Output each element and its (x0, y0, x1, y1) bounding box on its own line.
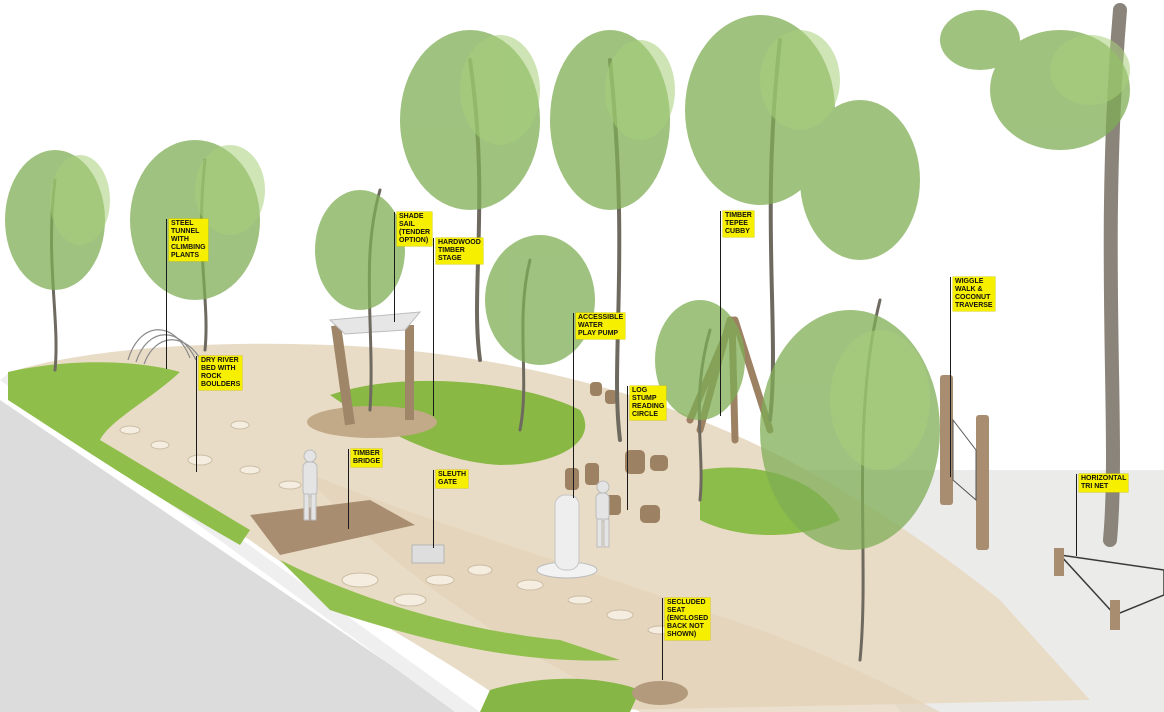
timber-stage (307, 406, 437, 438)
log-stumps (565, 382, 668, 523)
wiggle-walk-posts (940, 375, 989, 550)
label-steel-tunnel: STEEL TUNNEL WITH CLIMBING PLANTS (169, 219, 208, 261)
label-secluded-seat: SECLUDED SEAT (ENCLOSED BACK NOT SHOWN) (665, 598, 711, 640)
callout-leader (348, 449, 349, 529)
shade-sail-shape (328, 311, 422, 335)
callout-leader (573, 313, 574, 498)
timber-bridge-shape (250, 500, 415, 555)
sand-shading (300, 470, 940, 712)
callout-leader (627, 386, 628, 510)
callout-leader (950, 277, 951, 477)
lawn-center (330, 380, 586, 465)
callout-leader (196, 356, 197, 472)
sand-path (10, 343, 1090, 712)
callout-leader (720, 211, 721, 416)
stage-post-left (331, 324, 355, 426)
lawn-left (8, 362, 250, 545)
label-shade-sail: SHADE SAIL (TENDER OPTION) (397, 212, 433, 246)
label-timber-bridge: TIMBER BRIDGE (351, 449, 383, 467)
tri-net-posts (1054, 548, 1120, 630)
callout-leader (433, 470, 434, 548)
figure-left (302, 449, 318, 521)
tree-foliage-light (50, 30, 1130, 470)
label-hardwood-stage: HARDWOOD TIMBER STAGE (436, 238, 483, 264)
label-sleuth-gate: SLEUTH GATE (436, 470, 468, 488)
callout-leader (166, 219, 167, 369)
label-timber-tepee: TIMBER TEPEE CUBBY (723, 211, 754, 237)
callout-leader (433, 238, 434, 416)
sleuth-gate-shape (411, 544, 445, 564)
tri-net-shape (1058, 553, 1164, 616)
callout-leader (1076, 474, 1077, 556)
callout-leader (394, 212, 395, 322)
lawn-front (280, 560, 620, 661)
callout-leader (662, 598, 663, 680)
figure-child (595, 480, 610, 548)
label-dry-river: DRY RIVER BED WITH ROCK BOULDERS (199, 356, 243, 390)
label-log-stump: LOG STUMP READING CIRCLE (630, 386, 667, 420)
lawn-bottom (480, 678, 640, 712)
label-wiggle-walk: WIGGLE WALK & COCONUT TRAVERSE (953, 277, 995, 311)
steel-tunnel-shape (127, 329, 203, 365)
label-water-pump: ACCESSIBLE WATER PLAY PUMP (576, 313, 626, 339)
label-tri-net: HORIZONTAL TRI NET (1079, 474, 1129, 492)
stage-post-right (405, 325, 414, 420)
secluded-seat-shape (632, 681, 688, 705)
edge-wall (0, 400, 460, 712)
pump-column (554, 494, 580, 571)
wiggle-walk-net (952, 418, 977, 502)
river-stones (119, 420, 673, 635)
